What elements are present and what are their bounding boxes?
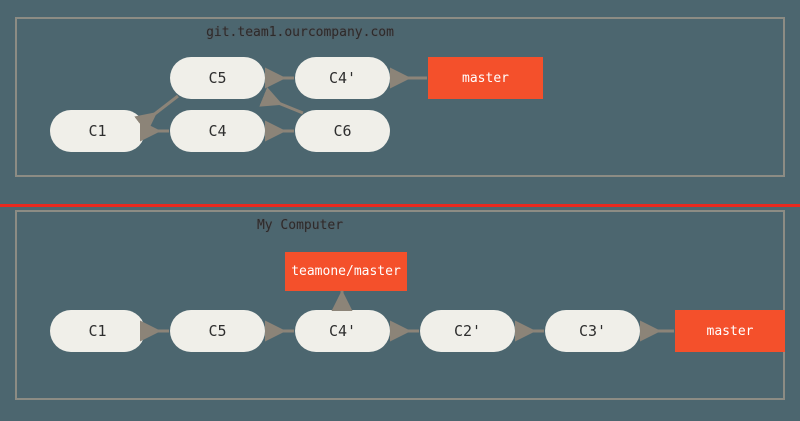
commit-node-c4prime-local[interactable]: C4' <box>295 310 390 352</box>
commit-label: C3' <box>578 322 607 340</box>
commit-node-c6-remote[interactable]: C6 <box>295 110 390 152</box>
commit-label: C6 <box>333 122 352 140</box>
panel-local-title: My Computer <box>256 218 344 233</box>
remote-tracking-ref-label: teamone/master <box>291 264 401 279</box>
commit-node-c5-local[interactable]: C5 <box>170 310 265 352</box>
commit-node-c1-remote[interactable]: C1 <box>50 110 145 152</box>
commit-node-c2prime-local[interactable]: C2' <box>420 310 515 352</box>
commit-node-c1-local[interactable]: C1 <box>50 310 145 352</box>
commit-label: C1 <box>88 322 107 340</box>
remote-tracking-ref-teamone-master[interactable]: teamone/master <box>285 252 407 291</box>
commit-node-c5-remote[interactable]: C5 <box>170 57 265 99</box>
commit-label: C4 <box>208 122 227 140</box>
commit-node-c3prime-local[interactable]: C3' <box>545 310 640 352</box>
commit-node-c4-remote[interactable]: C4 <box>170 110 265 152</box>
panel-divider-line <box>0 204 800 207</box>
commit-label: C5 <box>208 322 227 340</box>
commit-node-c4prime-remote[interactable]: C4' <box>295 57 390 99</box>
commit-label: C5 <box>208 69 227 87</box>
commit-label: C4' <box>328 69 357 87</box>
branch-ref-master-local[interactable]: master <box>675 310 785 352</box>
commit-label: C1 <box>88 122 107 140</box>
commit-label: C2' <box>453 322 482 340</box>
commit-label: C4' <box>328 322 357 340</box>
panel-local-repository <box>15 210 785 400</box>
panel-remote-title: git.team1.ourcompany.com <box>206 25 394 40</box>
branch-ref-master-remote[interactable]: master <box>428 57 543 99</box>
branch-ref-label: master <box>706 323 754 339</box>
panel-remote-repository <box>15 17 785 177</box>
branch-ref-label: master <box>462 70 509 86</box>
